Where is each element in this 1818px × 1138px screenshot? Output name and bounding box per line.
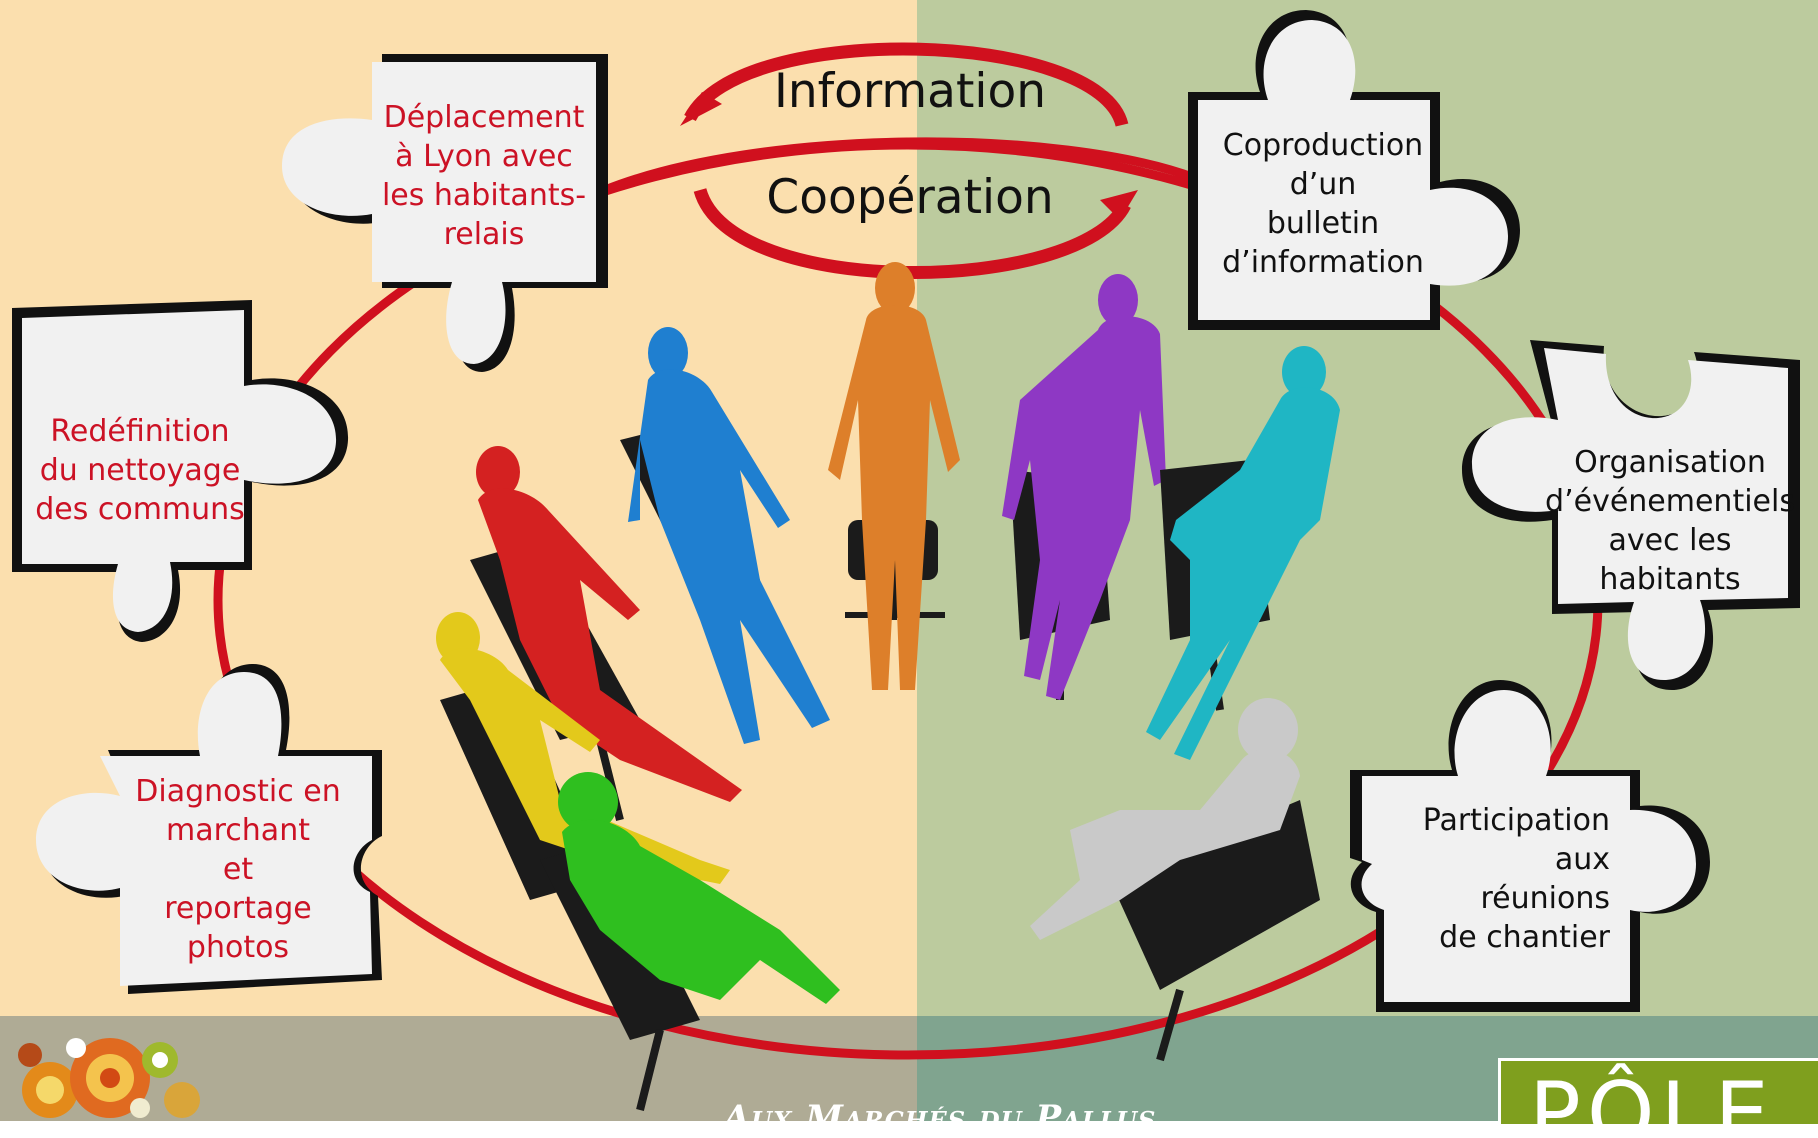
piece-participation <box>1350 680 1710 1012</box>
piece-label-participation: Participation aux réunions de chantier <box>1422 803 1610 955</box>
green-figure <box>540 772 840 1111</box>
information-label: Information <box>773 64 1047 119</box>
piece-label-coproduction: Coproduction d’un bulletin d’information <box>1222 128 1424 280</box>
blue-figure <box>620 327 830 744</box>
piece-label-redefinition: Redéfinition du nettoyage des communs <box>35 414 245 527</box>
information-arrow <box>684 42 1129 128</box>
piece-diagnostic <box>36 664 382 994</box>
cyan-figure <box>1146 346 1340 760</box>
flower-logo <box>18 1038 200 1118</box>
figures-group <box>436 262 1340 1111</box>
piece-organisation <box>1462 340 1800 690</box>
cooperation-label: Coopération <box>766 170 1054 225</box>
orange-figure <box>828 262 960 690</box>
pole-logo-text: PÔLE <box>1529 1064 1775 1124</box>
piece-label-deplacement: Déplacement à Lyon avec les habitants- r… <box>381 100 587 252</box>
piece-label-organisation: Organisation d’événementiels avec les ha… <box>1545 445 1795 597</box>
purple-figure <box>1002 274 1166 700</box>
yellow-figure <box>436 612 730 900</box>
footer-title: Aux Marchés du Pallus <box>723 1098 1157 1138</box>
middle-line <box>603 137 1197 195</box>
information-arrowhead <box>680 92 722 126</box>
pole-logo: PÔLE <box>1498 1058 1818 1124</box>
piece-deplacement <box>282 54 608 372</box>
cooperation-arrowhead <box>1100 190 1138 220</box>
grey-figure <box>1030 698 1320 1062</box>
piece-redefinition <box>12 300 349 642</box>
piece-label-diagnostic: Diagnostic en marchant et reportage phot… <box>135 774 341 965</box>
piece-coproduction <box>1188 10 1520 330</box>
